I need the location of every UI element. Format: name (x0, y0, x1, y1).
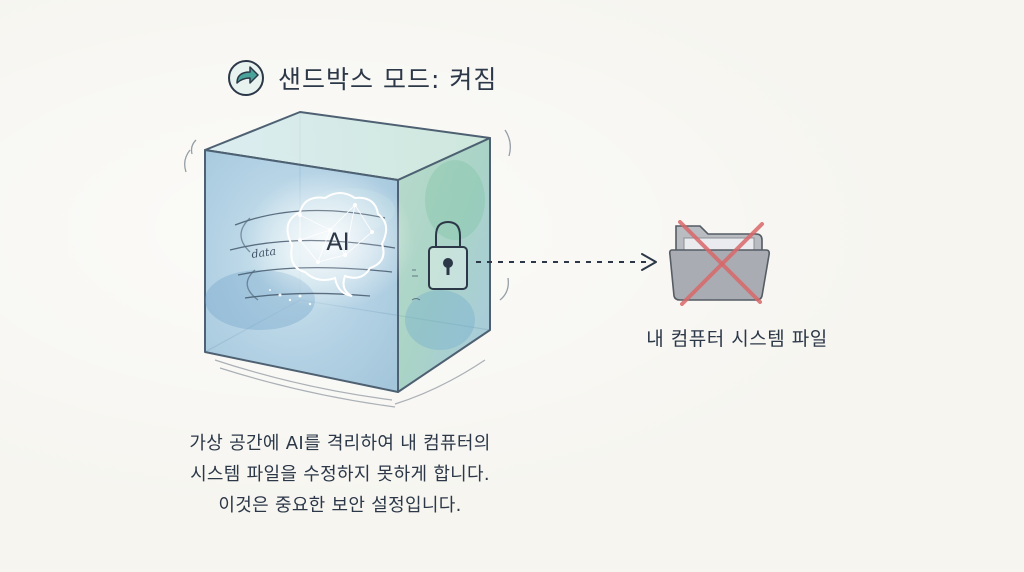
caption-line-2: 시스템 파일을 수정하지 못하게 합니다. (190, 464, 490, 485)
brain-glow (245, 170, 415, 310)
cube-shadow (214, 359, 486, 408)
data-swirl (229, 209, 396, 301)
caption: 가상 공간에 AI를 격리하여 내 컴퓨터의 시스템 파일을 수정하지 못하게 … (150, 428, 530, 521)
sparkle-dots (269, 289, 312, 306)
sandbox-mode-title: 샌드박스 모드: 켜짐 (226, 58, 497, 98)
brain-icon (286, 192, 388, 297)
blocked-access-arrow (476, 253, 657, 271)
data-label: data (251, 245, 277, 261)
ai-label: AI (326, 228, 350, 256)
refresh-arrow-icon (228, 60, 264, 96)
lock-icon (428, 220, 468, 290)
caption-line-1: 가상 공간에 AI를 격리하여 내 컴퓨터의 (189, 433, 491, 454)
motion-marks (184, 129, 511, 301)
sandbox-mode-label: 샌드박스 모드: 켜짐 (278, 65, 498, 94)
side-scribbles (411, 269, 421, 301)
blocked-folder-icon (668, 220, 770, 306)
caption-line-3: 이것은 중요한 보안 설정입니다. (218, 495, 462, 516)
system-files-label: 내 컴퓨터 시스템 파일 (646, 328, 828, 350)
